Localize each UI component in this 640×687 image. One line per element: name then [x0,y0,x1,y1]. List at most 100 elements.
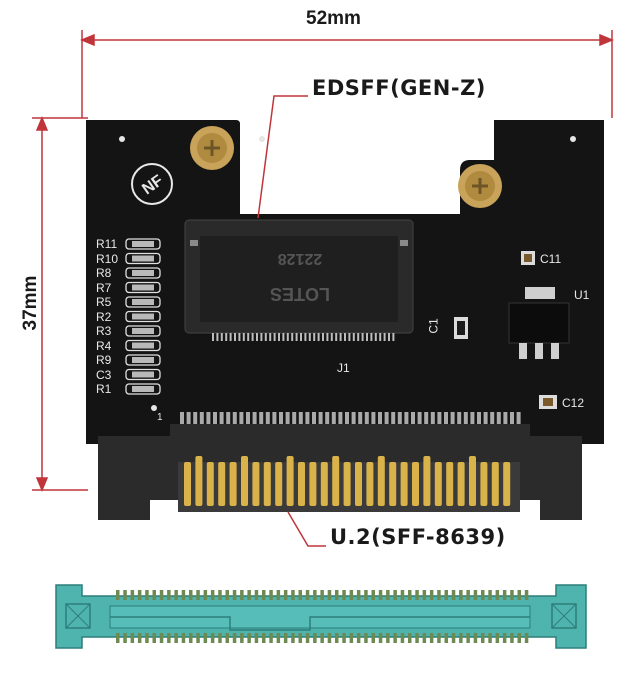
teal-pin [232,590,237,600]
edsff-pin [357,333,360,341]
teal-pin [189,633,193,643]
resistor-body [132,371,154,378]
height-arrow-top [35,116,49,131]
resistor-body [132,299,154,305]
edsff-pin [229,333,232,341]
teal-pin [429,590,434,600]
solder-pad [397,412,402,424]
teal-pin [196,633,200,643]
solder-pad [265,412,270,424]
u2-gold-pin [469,456,476,506]
teal-pin [378,633,383,643]
teal-pin [225,590,229,600]
edsff-pin [264,333,267,341]
teal-pin [429,633,434,643]
teal-pin [283,590,288,600]
solder-pad [259,412,264,424]
resistor-label: R3 [96,324,112,338]
resistor-label: R4 [96,338,112,353]
solder-pad [463,412,468,424]
solder-pad [450,412,455,424]
teal-pin [502,633,507,643]
teal-pin [269,590,273,600]
edsff-pin [242,333,245,341]
teal-pin [386,590,390,600]
teal-pin [298,590,302,600]
u2-gold-pin [332,456,340,506]
teal-pin [137,633,142,643]
solder-pad [232,412,237,424]
edsff-pin [344,333,346,341]
teal-pin [218,590,222,600]
solder-pad [206,412,211,424]
resistor-pad-outline [125,296,161,308]
solder-pad [364,412,369,424]
teal-pin [444,590,448,600]
edsff-pin [370,333,373,341]
teal-pin [298,633,302,643]
teal-pin [218,633,222,643]
edsff-pin [234,333,236,341]
teal-pin [305,633,310,643]
solder-pad [424,412,429,424]
solder-pad [213,412,217,424]
teal-pin [247,633,251,643]
width-arrow-left [80,33,95,47]
resistor-body [132,328,154,334]
c1-capacitor [457,321,465,335]
solder-pad [358,412,363,424]
solder-pad [193,412,198,424]
edsff-pin [260,333,263,341]
teal-pin [225,633,229,643]
u1-label: U1 [574,288,590,302]
u2-gold-pin [355,462,362,506]
teal-pin [232,633,237,643]
c11-capacitor [524,254,532,262]
c1-label: C1 [426,318,441,334]
width-dimension-label: 52mm [306,8,361,29]
edsff-pin [348,333,351,341]
teal-connector-footprint [55,584,587,649]
teal-pin [167,590,171,600]
resistor-pad-outline [125,339,161,352]
solder-pad [490,412,495,424]
teal-pin [305,590,310,600]
resistor-body [132,255,154,262]
nf-logo [131,163,173,205]
teal-pin [320,590,324,600]
teal-pin [283,633,288,643]
teal-pin [393,590,397,600]
edsff-pin [313,333,316,341]
teal-pin [378,590,383,600]
teal-pin [466,633,470,643]
teal-pin [408,633,412,643]
edsff-pin [220,333,223,341]
solder-pad [239,412,244,424]
edsff-pin [388,333,390,341]
teal-pin [524,633,529,643]
edsff-pin [335,333,338,341]
edsff-pin [247,333,250,341]
solder-pad [272,412,277,424]
c12-capacitor [543,398,553,406]
teal-pin [364,633,368,643]
teal-pin [481,590,485,600]
u2-gold-pin [412,462,419,506]
u2-callout-line [287,511,326,547]
connector-print-bottom: LOTES [270,284,330,304]
edsff-pin [330,333,333,341]
solder-pad [477,412,481,424]
resistor-pad-outline [125,238,161,250]
edsff-pin [286,333,289,341]
solder-pad [470,412,475,424]
teal-pin [137,590,142,600]
resistor-body [132,241,154,247]
teal-pin [203,590,208,600]
teal-pin [400,633,405,643]
edsff-pin [269,333,272,341]
edsff-pin [238,333,241,341]
teal-pin [159,633,164,643]
teal-pin [415,633,419,643]
teal-pin [393,633,397,643]
teal-pin [152,633,156,643]
